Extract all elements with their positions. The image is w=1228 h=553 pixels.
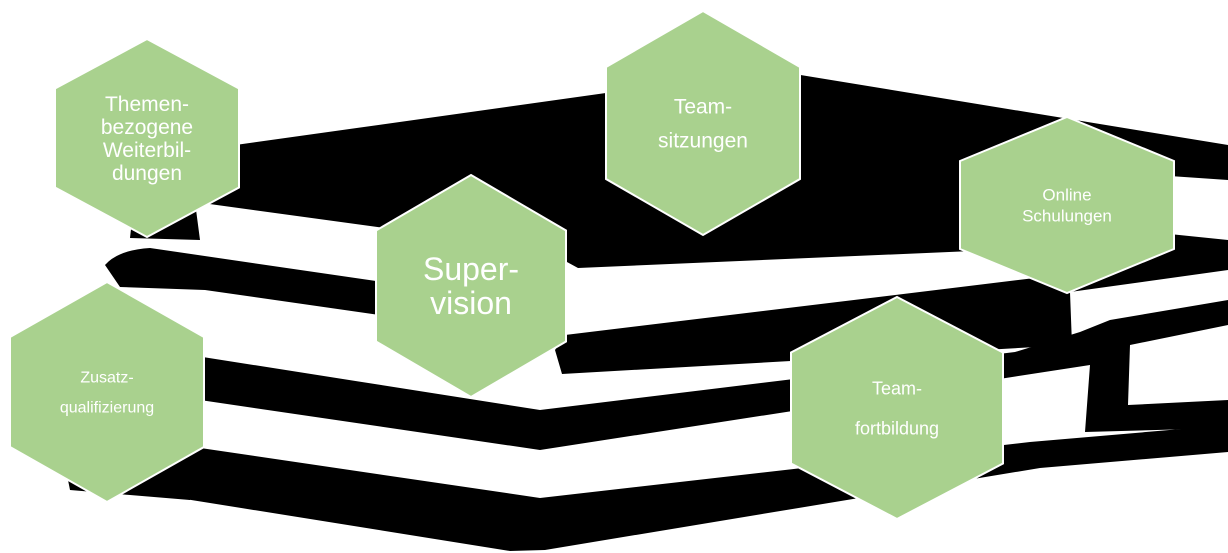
hexagon-label-line: Zusatz- xyxy=(80,370,133,387)
hexagon-label-line: dungen xyxy=(112,162,182,185)
hexagon-label-line: Super- xyxy=(423,251,519,287)
book-middle-2 xyxy=(190,300,1228,450)
hexagon-label-line: Team- xyxy=(674,95,732,118)
hexagon-shape xyxy=(54,37,240,239)
book-bottom xyxy=(125,425,1228,551)
hexagon-shape xyxy=(959,115,1175,295)
hexagon-label-line: Team- xyxy=(872,378,922,398)
hexagon-label-line: sitzungen xyxy=(658,129,748,152)
hexagon-shape xyxy=(790,295,1004,521)
hexagon-shape xyxy=(605,9,801,237)
hexagon-label-line: Themen- xyxy=(105,93,189,116)
hexagon-label-line: Schulungen xyxy=(1022,206,1112,225)
hexagon-zusatzqualifizierung: Zusatz-qualifizierung xyxy=(9,280,205,504)
hexagon-layer: Themen-bezogeneWeiterbil-dungenTeam-sitz… xyxy=(9,9,1175,521)
hexagon-label-line: qualifizierung xyxy=(60,400,154,417)
hexagon-shape xyxy=(375,173,567,399)
hexagon-label-line: vision xyxy=(430,285,512,321)
hexagon-label-line: bezogene xyxy=(101,116,193,139)
hexagon-label-line: fortbildung xyxy=(855,418,939,438)
hexagon-shape xyxy=(9,280,205,504)
hexagon-teamsitzungen: Team-sitzungen xyxy=(605,9,801,237)
hexagon-teamfortbildung: Team-fortbildung xyxy=(790,295,1004,521)
hexagon-label-line: Weiterbil- xyxy=(103,139,191,162)
hexagon-label-line: Online xyxy=(1042,185,1091,204)
hexagon-supervision: Super-vision xyxy=(375,173,567,399)
